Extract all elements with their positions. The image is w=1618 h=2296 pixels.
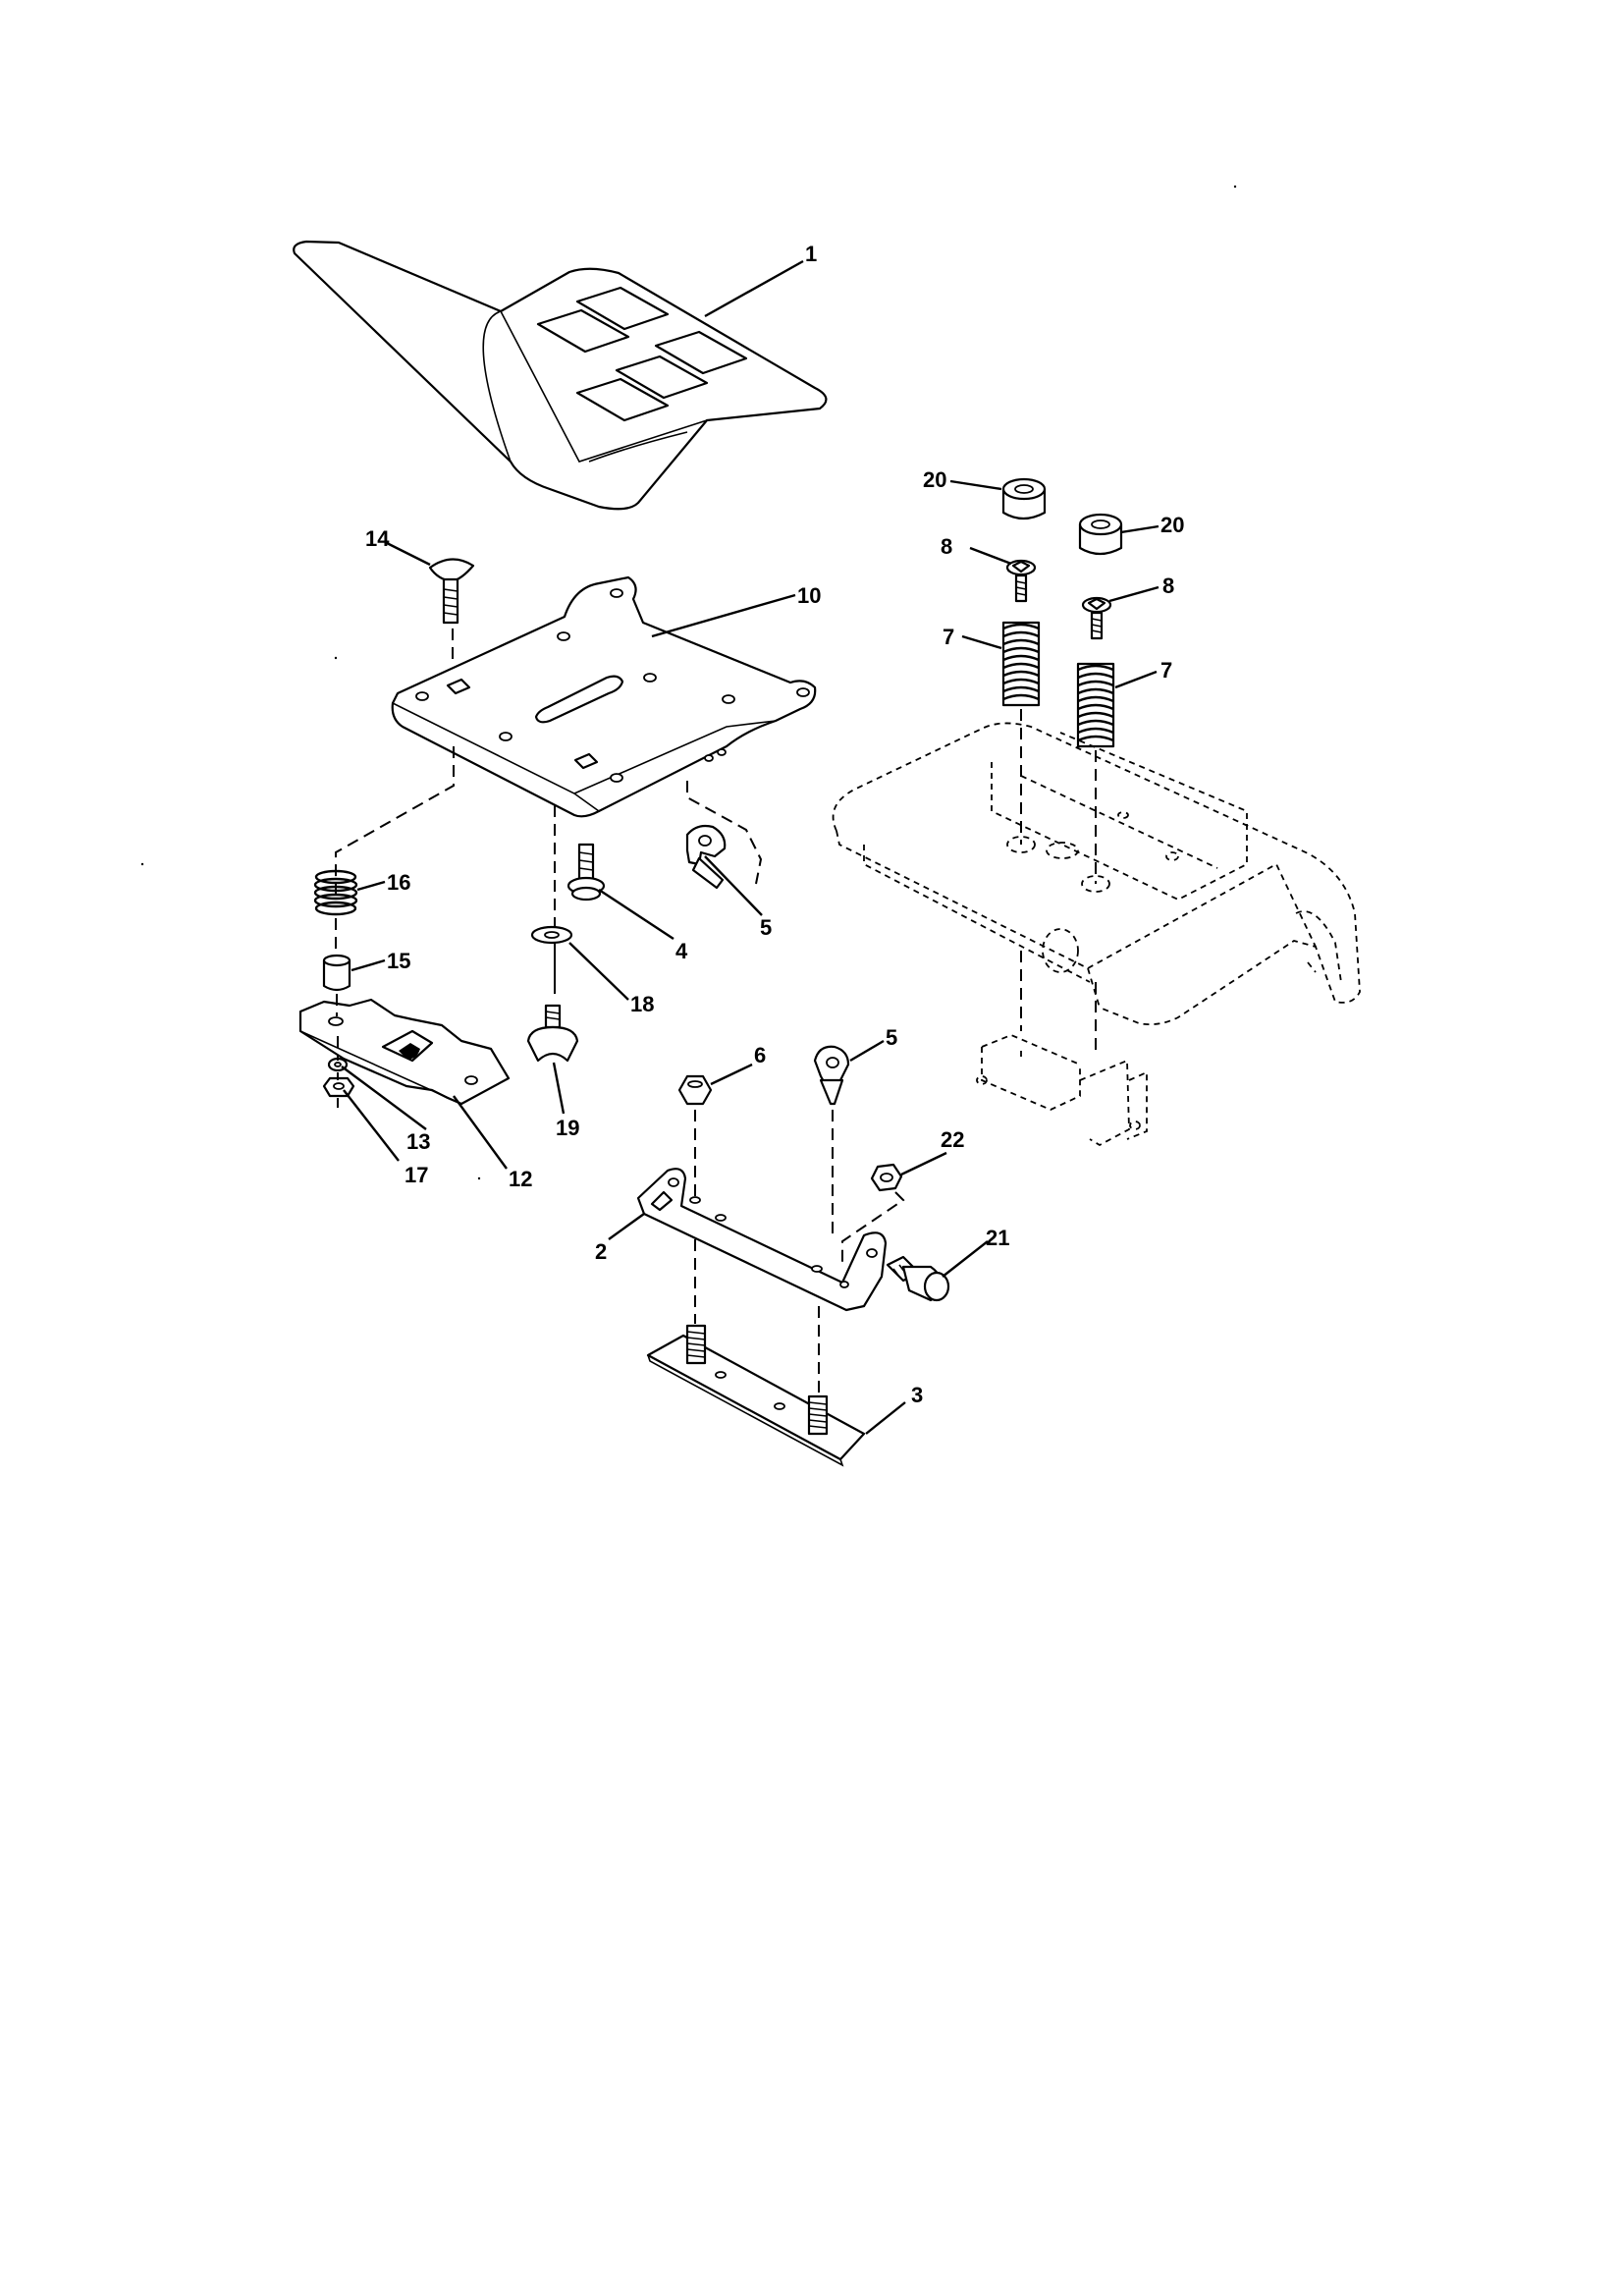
callout-14: 14 bbox=[365, 526, 390, 551]
callout-3: 3 bbox=[911, 1383, 923, 1407]
part-nut-locking bbox=[322, 1076, 355, 1098]
callout-13: 13 bbox=[406, 1129, 430, 1154]
callout-20-right: 20 bbox=[1160, 513, 1184, 537]
callout-22: 22 bbox=[941, 1127, 964, 1152]
callout-5-upper: 5 bbox=[760, 915, 772, 940]
fender-phantom bbox=[832, 722, 1361, 1147]
callout-21: 21 bbox=[986, 1226, 1009, 1250]
callout-8-right: 8 bbox=[1162, 574, 1174, 598]
leader-lines bbox=[341, 259, 1160, 1435]
part-hex-nut bbox=[677, 1074, 713, 1106]
callout-7-right: 7 bbox=[1160, 658, 1172, 683]
part-clip-lower bbox=[813, 1045, 850, 1106]
assembly-line bbox=[841, 1191, 905, 1267]
callout-20-left: 20 bbox=[923, 467, 946, 492]
assembly-line bbox=[335, 746, 455, 902]
part-seat bbox=[293, 240, 828, 511]
callout-6: 6 bbox=[754, 1043, 766, 1067]
callout-2: 2 bbox=[595, 1239, 607, 1264]
part-spring-large-left bbox=[1001, 621, 1041, 707]
part-clip-upper bbox=[685, 824, 727, 890]
part-bumper-left bbox=[1001, 477, 1047, 520]
part-slide-plate bbox=[298, 998, 511, 1106]
part-adjusting-knob bbox=[526, 1004, 579, 1063]
part-stud-plate bbox=[646, 1324, 866, 1467]
callout-1: 1 bbox=[805, 242, 817, 266]
part-flange-nut bbox=[870, 1163, 903, 1192]
part-carriage-bolt bbox=[428, 558, 475, 625]
callout-4: 4 bbox=[675, 939, 688, 963]
callout-16: 16 bbox=[387, 870, 410, 895]
callout-17: 17 bbox=[404, 1163, 428, 1187]
callout-5-lower: 5 bbox=[886, 1025, 897, 1050]
callout-12: 12 bbox=[509, 1167, 532, 1191]
scan-speck bbox=[140, 862, 144, 866]
callout-7-left: 7 bbox=[943, 625, 954, 649]
part-shoulder-bolt bbox=[566, 843, 606, 902]
part-spring-large-right bbox=[1076, 662, 1115, 748]
part-bumper-right bbox=[1078, 513, 1123, 556]
scan-speck bbox=[477, 1176, 481, 1180]
callout-10: 10 bbox=[797, 583, 821, 608]
part-seat-pan bbox=[391, 575, 817, 818]
scan-speck bbox=[1233, 185, 1237, 189]
callout-18: 18 bbox=[630, 992, 654, 1016]
part-bolt-right bbox=[1081, 596, 1112, 640]
scan-speck bbox=[334, 656, 338, 660]
part-bolt-left bbox=[1005, 559, 1037, 603]
callout-labels: 1 10 14 16 15 4 18 19 5 13 17 12 6 5 22 … bbox=[365, 242, 1184, 1407]
part-hinge-bracket bbox=[636, 1168, 888, 1312]
part-shoulder-bolt-hinge bbox=[886, 1255, 950, 1302]
callout-15: 15 bbox=[387, 949, 410, 973]
callout-8-left: 8 bbox=[941, 534, 952, 559]
assembly-line bbox=[686, 781, 763, 885]
part-bushing bbox=[322, 954, 351, 992]
part-flat-washer bbox=[530, 925, 573, 945]
part-spring-small bbox=[313, 869, 358, 916]
callout-19: 19 bbox=[556, 1116, 579, 1140]
